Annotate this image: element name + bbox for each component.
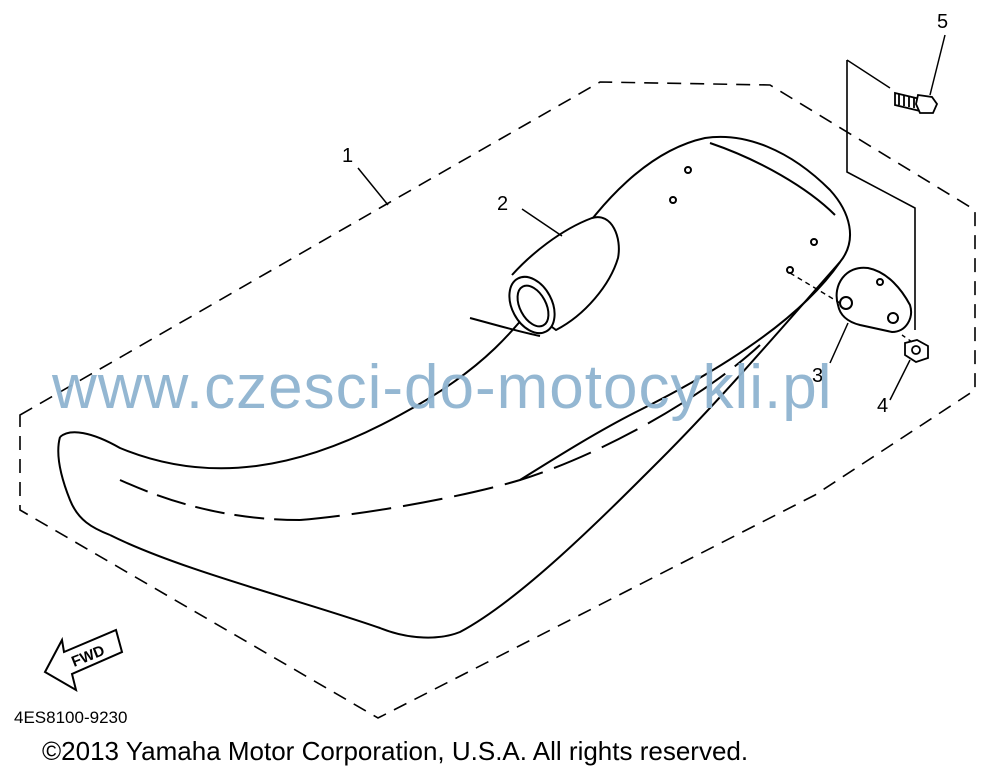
callout-5: 5	[937, 11, 948, 33]
part-code: 4ES8100-9230	[14, 708, 128, 727]
bolt	[894, 91, 939, 114]
seat	[57, 135, 852, 639]
callout-1: 1	[342, 145, 353, 167]
callout-leaders	[357, 34, 946, 401]
bracket	[835, 266, 912, 334]
bracket-leader	[789, 272, 841, 304]
nut	[904, 339, 929, 363]
assembly-dashed-outline	[19, 81, 976, 719]
fwd-arrow-icon: FWD	[43, 628, 124, 693]
callout-3: 3	[812, 365, 823, 387]
watermark-text: www.czesci-do-motocykli.pl	[52, 353, 833, 422]
callout-2: 2	[497, 193, 508, 215]
callout-4: 4	[877, 395, 888, 417]
band	[508, 216, 620, 335]
fastener-alignment-frame	[846, 60, 916, 330]
copyright-notice: ©2013 Yamaha Motor Corporation, U.S.A. A…	[42, 736, 749, 766]
